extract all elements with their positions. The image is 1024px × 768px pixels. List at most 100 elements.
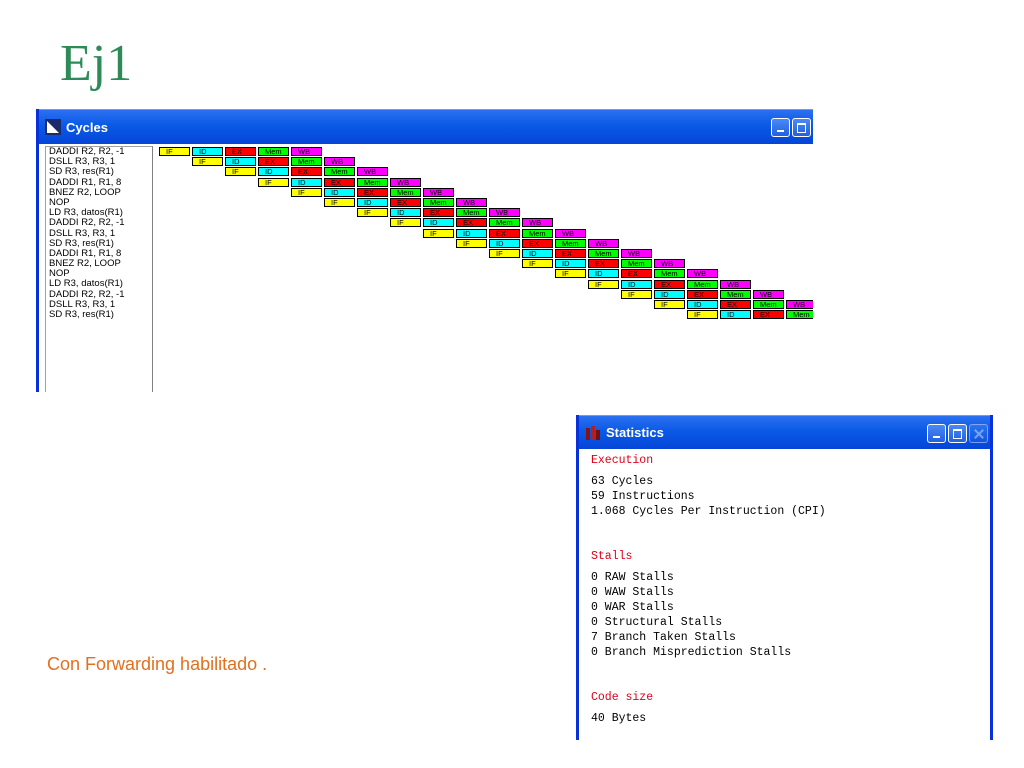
- stage-if-cell: IF: [357, 208, 388, 218]
- stage-id-cell: ID: [324, 187, 355, 197]
- app-logo-icon: [45, 119, 61, 135]
- execution-heading: Execution: [591, 454, 654, 467]
- stage-ex-cell: EX: [621, 269, 652, 279]
- code-size-heading: Code size: [591, 691, 654, 704]
- statistics-content: Execution 63 Cycles 59 Instructions 1.06…: [591, 453, 986, 740]
- stage-wb-cell: WB: [324, 157, 355, 167]
- stage-ex-cell: EX: [258, 157, 289, 167]
- instruction-row[interactable]: DSLL R3, R3, 1: [49, 156, 116, 168]
- stage-wb-cell: WB: [357, 167, 388, 177]
- stage-if-cell: IF: [588, 279, 619, 289]
- stage-id-cell: ID: [258, 167, 289, 177]
- stage-id-cell: ID: [357, 198, 388, 207]
- caption-text: Con Forwarding habilitado .: [47, 654, 268, 674]
- stage-wb-cell: WB: [654, 259, 685, 269]
- stage-ex-cell: EX: [225, 147, 256, 156]
- stage-ex-cell: EX: [654, 279, 685, 289]
- instruction-row[interactable]: NOP: [49, 268, 70, 280]
- instruction-row[interactable]: DADDI R2, R2, -1: [49, 146, 125, 157]
- stage-id-cell: ID: [522, 249, 553, 258]
- slide-title: Ej1: [60, 35, 133, 92]
- stage-mem-cell: Mem: [423, 198, 454, 207]
- stage-ex-cell: EX: [588, 259, 619, 269]
- stage-id-cell: ID: [720, 310, 751, 320]
- stage-ex-cell: EX: [753, 310, 784, 320]
- maximize-button[interactable]: [948, 424, 967, 443]
- stage-wb-cell: WB: [555, 228, 586, 238]
- stage-ex-cell: EX: [324, 177, 355, 187]
- stage-mem-cell: Mem: [720, 289, 751, 299]
- minimize-button[interactable]: [927, 424, 946, 443]
- stage-ex-cell: EX: [291, 167, 322, 177]
- instruction-row[interactable]: SD R3, res(R1): [49, 237, 114, 249]
- stat-line: 1.068 Cycles Per Instruction (CPI): [591, 505, 826, 518]
- stage-id-cell: ID: [588, 269, 619, 279]
- instruction-row[interactable]: DADDI R2, R2, -1: [49, 288, 125, 300]
- stage-mem-cell: Mem: [555, 238, 586, 248]
- stat-line: 59 Instructions: [591, 490, 695, 503]
- instruction-row[interactable]: DSLL R3, R3, 1: [49, 227, 116, 239]
- stage-mem-cell: Mem: [522, 228, 553, 238]
- stage-id-cell: ID: [225, 157, 256, 167]
- stage-wb-cell: WB: [489, 208, 520, 218]
- stage-if-cell: IF: [423, 228, 454, 238]
- stage-ex-cell: EX: [489, 228, 520, 238]
- stalls-heading: Stalls: [591, 550, 633, 563]
- minimize-button[interactable]: [771, 118, 790, 137]
- stage-mem-cell: Mem: [621, 259, 652, 269]
- statistics-titlebar[interactable]: Statistics: [579, 415, 990, 449]
- stage-mem-cell: Mem: [357, 177, 388, 187]
- maximize-button[interactable]: [792, 118, 811, 137]
- stage-id-cell: ID: [390, 208, 421, 218]
- instruction-row[interactable]: LD R3, datos(R1): [49, 207, 123, 219]
- stat-line: 0 WAR Stalls: [591, 601, 674, 614]
- instruction-row[interactable]: LD R3, datos(R1): [49, 278, 123, 290]
- stat-line: 0 Structural Stalls: [591, 616, 723, 629]
- stage-if-cell: IF: [291, 187, 322, 197]
- instruction-row[interactable]: DADDI R1, R1, 8: [49, 176, 122, 188]
- stage-wb-cell: WB: [423, 187, 454, 197]
- stage-wb-cell: WB: [687, 269, 718, 279]
- instruction-row[interactable]: DADDI R1, R1, 8: [49, 247, 122, 259]
- stage-id-cell: ID: [555, 259, 586, 269]
- stage-if-cell: IF: [225, 167, 256, 177]
- stage-ex-cell: EX: [687, 289, 718, 299]
- stage-id-cell: ID: [291, 177, 322, 187]
- stage-if-cell: IF: [258, 177, 289, 187]
- stage-wb-cell: WB: [621, 249, 652, 258]
- stage-mem-cell: Mem: [456, 208, 487, 218]
- stage-ex-cell: EX: [357, 187, 388, 197]
- stage-mem-cell: Mem: [489, 218, 520, 228]
- statistics-window: Statistics Execution 63 Cycles 59 Instru…: [576, 415, 993, 740]
- stage-wb-cell: WB: [753, 289, 784, 299]
- instruction-row[interactable]: SD R3, res(R1): [49, 166, 114, 178]
- stage-if-cell: IF: [522, 259, 553, 269]
- instruction-row[interactable]: NOP: [49, 196, 70, 208]
- stage-if-cell: IF: [687, 310, 718, 320]
- stage-if-cell: IF: [555, 269, 586, 279]
- instruction-row[interactable]: BNEZ R2, LOOP: [49, 258, 121, 270]
- stage-if-cell: IF: [324, 198, 355, 207]
- stage-if-cell: IF: [654, 300, 685, 309]
- window-title: Cycles: [66, 119, 108, 135]
- stage-wb-cell: WB: [588, 238, 619, 248]
- instruction-row[interactable]: SD R3, res(R1): [49, 309, 114, 320]
- stage-mem-cell: Mem: [258, 147, 289, 156]
- cycles-titlebar[interactable]: Cycles: [39, 109, 813, 144]
- instruction-row[interactable]: DSLL R3, R3, 1: [49, 298, 116, 310]
- stage-id-cell: ID: [687, 300, 718, 309]
- stage-wb-cell: WB: [522, 218, 553, 228]
- statistics-app-icon: [585, 425, 601, 441]
- instruction-row[interactable]: BNEZ R2, LOOP: [49, 186, 121, 198]
- stage-ex-cell: EX: [522, 238, 553, 248]
- instruction-row[interactable]: DADDI R2, R2, -1: [49, 217, 125, 229]
- stage-mem-cell: Mem: [753, 300, 784, 309]
- stage-mem-cell: Mem: [687, 279, 718, 289]
- stage-if-cell: IF: [489, 249, 520, 258]
- close-button[interactable]: [969, 424, 988, 443]
- stage-id-cell: ID: [621, 279, 652, 289]
- stage-wb-cell: WB: [291, 147, 322, 156]
